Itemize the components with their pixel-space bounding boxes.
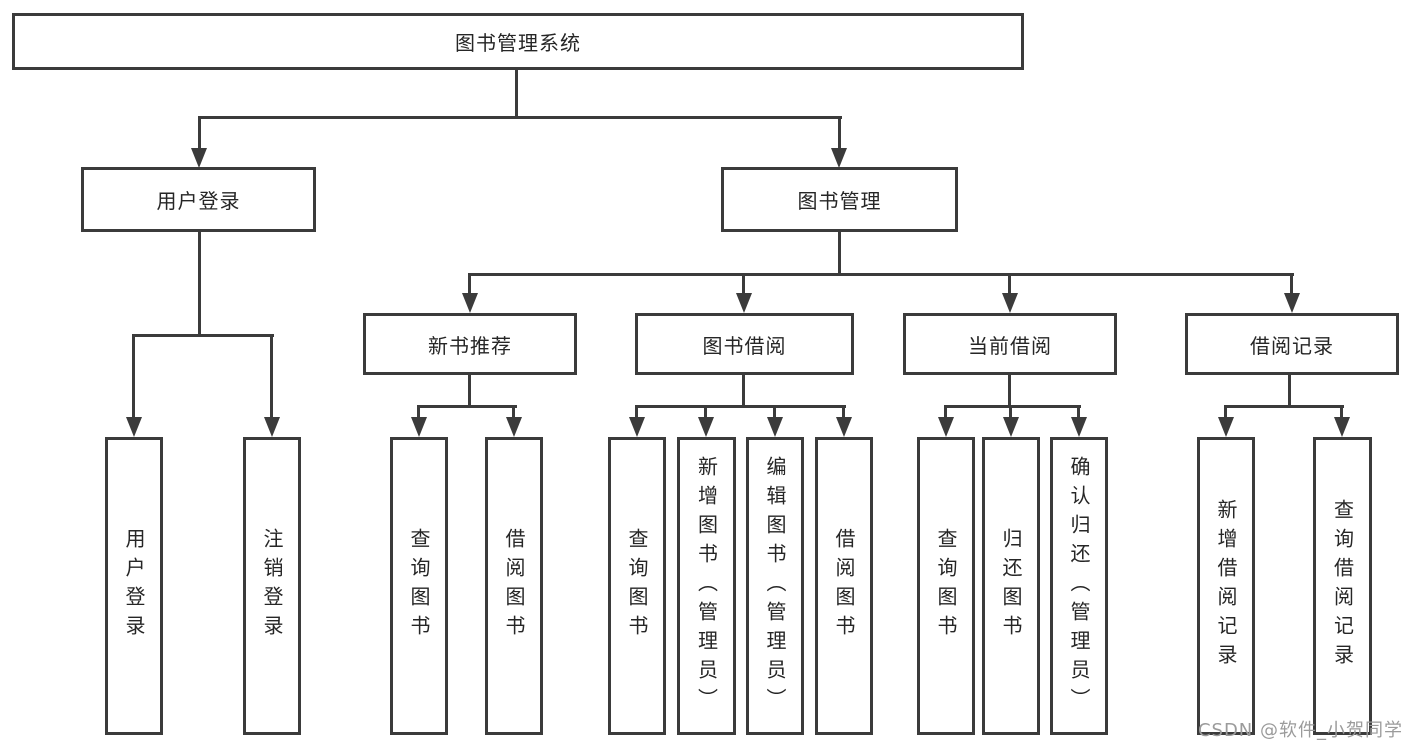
arrow-down-icon <box>506 417 522 437</box>
arrow-down-icon <box>767 417 783 437</box>
arrow-down-icon <box>836 417 852 437</box>
arrow-down-icon <box>698 417 714 437</box>
arrow-down-icon <box>831 148 847 168</box>
leaf-label: 借阅图书 <box>502 528 526 644</box>
node-new-book-recommend: 新书推荐 <box>363 313 577 375</box>
connector-line <box>944 405 947 419</box>
connector-line <box>1009 405 1012 419</box>
arrow-down-icon <box>736 293 752 313</box>
node-library-system-root: 图书管理系统 <box>12 13 1024 70</box>
arrow-down-icon <box>1071 417 1087 437</box>
leaf-add-books-admin: 新增图书（管理员） <box>677 437 736 735</box>
connector-line <box>417 405 420 419</box>
connector-line <box>512 405 515 419</box>
leaf-add-borrow-record: 新增借阅记录 <box>1197 437 1255 735</box>
leaf-label: 查询图书 <box>625 528 649 644</box>
connector-line <box>1224 405 1227 419</box>
node-label: 当前借阅 <box>968 333 1052 358</box>
arrow-down-icon <box>264 417 280 437</box>
node-label: 图书借阅 <box>702 333 787 358</box>
node-user-login: 用户登录 <box>81 167 316 232</box>
arrow-down-icon <box>1284 293 1300 313</box>
connector-line <box>635 405 638 419</box>
arrow-down-icon <box>629 417 645 437</box>
node-label: 用户登录 <box>156 189 241 213</box>
arrow-down-icon <box>1002 293 1018 313</box>
leaf-return-books: 归还图书 <box>982 437 1040 735</box>
leaf-query-books-current: 查询图书 <box>917 437 975 735</box>
leaf-borrow-books-recommend: 借阅图书 <box>485 437 543 735</box>
connector-line <box>1008 273 1011 295</box>
arrow-down-icon <box>126 417 142 437</box>
connector-line <box>838 116 841 150</box>
leaf-label: 新增图书（管理员） <box>694 455 719 717</box>
node-book-borrow: 图书借阅 <box>635 313 854 375</box>
leaf-logout: 注销登录 <box>243 437 301 735</box>
connector-line <box>944 405 1081 408</box>
arrow-down-icon <box>938 417 954 437</box>
connector-line <box>198 116 842 119</box>
connector-line <box>1290 273 1293 295</box>
leaf-label: 确认归还（管理员） <box>1067 455 1091 717</box>
arrow-down-icon <box>462 293 478 313</box>
connector-line <box>1340 405 1343 419</box>
connector-line <box>842 405 845 419</box>
leaf-user-login: 用户登录 <box>105 437 163 735</box>
connector-line <box>132 334 274 337</box>
leaf-label: 归还图书 <box>999 528 1023 644</box>
arrow-down-icon <box>1334 417 1350 437</box>
node-label: 图书管理 <box>797 189 882 213</box>
node-book-management: 图书管理 <box>721 167 958 232</box>
connector-line <box>515 70 518 118</box>
connector-line <box>198 116 201 150</box>
node-label: 借阅记录 <box>1250 333 1334 358</box>
leaf-borrow-books: 借阅图书 <box>815 437 873 735</box>
leaf-query-books-recommend: 查询图书 <box>390 437 448 735</box>
connector-line <box>417 405 517 408</box>
connector-line <box>773 405 776 419</box>
leaf-label: 新增借阅记录 <box>1214 499 1238 673</box>
node-label: 图书管理系统 <box>455 31 581 55</box>
arrow-down-icon <box>1218 417 1234 437</box>
connector-line <box>468 273 1294 276</box>
leaf-label: 用户登录 <box>122 528 146 644</box>
connector-line <box>132 334 135 419</box>
leaf-query-borrow-record: 查询借阅记录 <box>1313 437 1372 735</box>
connector-line <box>742 373 745 407</box>
arrow-down-icon <box>191 148 207 168</box>
node-borrow-records: 借阅记录 <box>1185 313 1399 375</box>
connector-line <box>742 273 745 295</box>
arrow-down-icon <box>1003 417 1019 437</box>
connector-line <box>270 334 273 419</box>
leaf-label: 编辑图书（管理员） <box>763 455 787 717</box>
connector-line <box>1008 373 1011 407</box>
connector-line <box>468 373 471 407</box>
connector-line <box>1224 405 1344 408</box>
connector-line <box>1077 405 1080 419</box>
connector-line <box>635 405 846 408</box>
connector-line <box>704 405 707 419</box>
connector-line <box>1288 373 1291 407</box>
leaf-label: 查询图书 <box>407 528 431 644</box>
leaf-label: 查询借阅记录 <box>1330 499 1355 673</box>
leaf-query-books-borrow: 查询图书 <box>608 437 666 735</box>
node-label: 新书推荐 <box>428 333 512 358</box>
node-current-borrow: 当前借阅 <box>903 313 1117 375</box>
leaf-label: 查询图书 <box>934 528 958 644</box>
leaf-label: 借阅图书 <box>832 528 856 644</box>
leaf-edit-books-admin: 编辑图书（管理员） <box>746 437 804 735</box>
leaf-label: 注销登录 <box>260 528 284 644</box>
connector-line <box>198 231 201 336</box>
connector-line <box>468 273 471 295</box>
leaf-confirm-return-admin: 确认归还（管理员） <box>1050 437 1108 735</box>
csdn-watermark: CSDN @软件_小贺同学 <box>1197 720 1403 741</box>
arrow-down-icon <box>411 417 427 437</box>
connector-line <box>838 231 841 275</box>
